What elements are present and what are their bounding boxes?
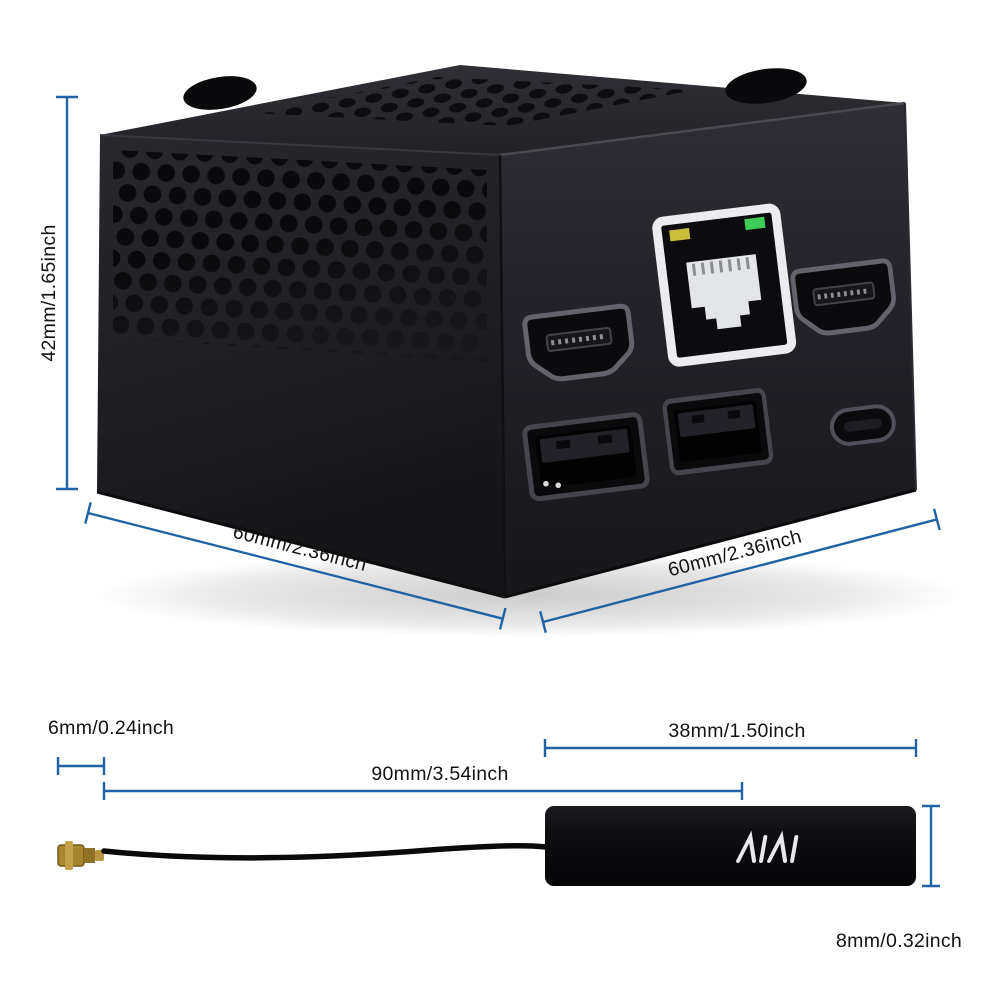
usb-port-left	[522, 412, 650, 502]
antenna-logo	[736, 830, 799, 863]
vent-holes-side	[113, 150, 487, 362]
ethernet-led-green	[744, 216, 766, 231]
usb-port-center	[662, 388, 774, 476]
usb-c-port	[829, 404, 896, 446]
antenna-connector	[57, 841, 104, 870]
ethernet-port	[652, 203, 797, 367]
edge-top-front	[499, 101, 906, 157]
cable-length-label: 90mm/3.54inch	[371, 763, 508, 785]
vent-holes-top	[251, 77, 694, 126]
usb-reflection-dot	[543, 480, 549, 487]
edge-top-left	[99, 134, 501, 156]
edge-bottom-right	[504, 488, 917, 599]
pad-width-dimension: 38mm/1.50inch	[543, 720, 918, 757]
hdmi-port-left	[522, 303, 635, 382]
antenna	[57, 806, 916, 886]
top-opening-left	[183, 76, 257, 110]
ethernet-pins	[691, 256, 750, 276]
usb-reflection-dot	[555, 482, 562, 489]
edge-bottom-left	[96, 490, 506, 599]
pad-height-dimension: 8mm/0.32inch	[836, 804, 962, 952]
antenna-pad	[545, 806, 916, 886]
pad-width-label: 38mm/1.50inch	[668, 720, 805, 742]
hdmi-port-right	[790, 258, 896, 336]
antenna-cable	[101, 843, 550, 861]
edge-right-vertical	[904, 102, 917, 491]
ethernet-led-yellow	[669, 228, 691, 242]
connector-width-label: 6mm/0.24inch	[48, 717, 174, 739]
height-label: 42mm/1.65inch	[38, 224, 60, 361]
edge-corner-vertical	[498, 154, 507, 598]
cable-length-dimension: 90mm/3.54inch	[102, 763, 744, 800]
pad-height-label: 8mm/0.32inch	[836, 930, 962, 952]
device-shadow	[95, 553, 965, 637]
top-opening-right	[725, 68, 807, 104]
height-dimension: 42mm/1.65inch	[38, 95, 78, 491]
connector-width-dimension: 6mm/0.24inch	[48, 717, 174, 775]
device	[95, 65, 965, 637]
